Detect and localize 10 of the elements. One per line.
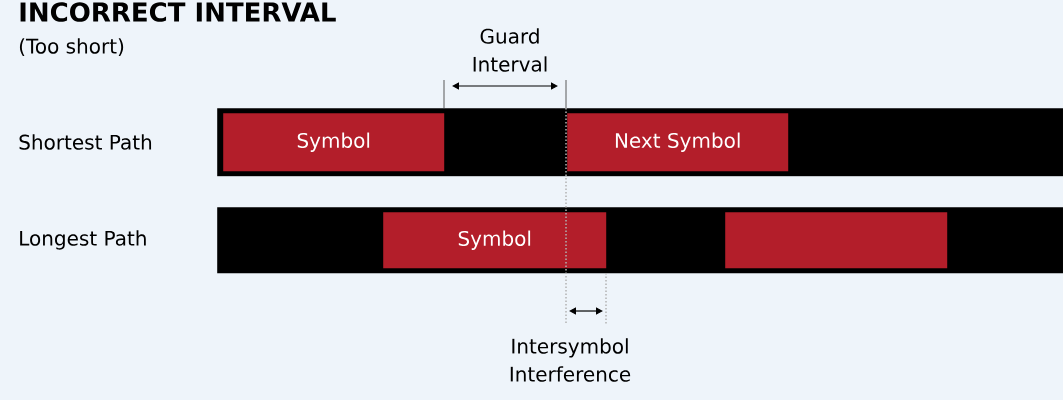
note-text: Intersymbol Interference [510, 338, 631, 382]
symbol-box: Next Symbol [567, 113, 789, 172]
symbol-box: Symbol [383, 212, 607, 269]
symbol-box: Symbol [223, 113, 445, 172]
note-text: Guard Interval [473, 28, 547, 72]
row-label: Shortest Path [19, 134, 152, 150]
note-text: (Too short) [19, 38, 124, 57]
row-label: Longest Path [20, 230, 146, 250]
symbol-box [725, 212, 948, 269]
title: INCORRECT INTERVAL [20, 2, 336, 22]
